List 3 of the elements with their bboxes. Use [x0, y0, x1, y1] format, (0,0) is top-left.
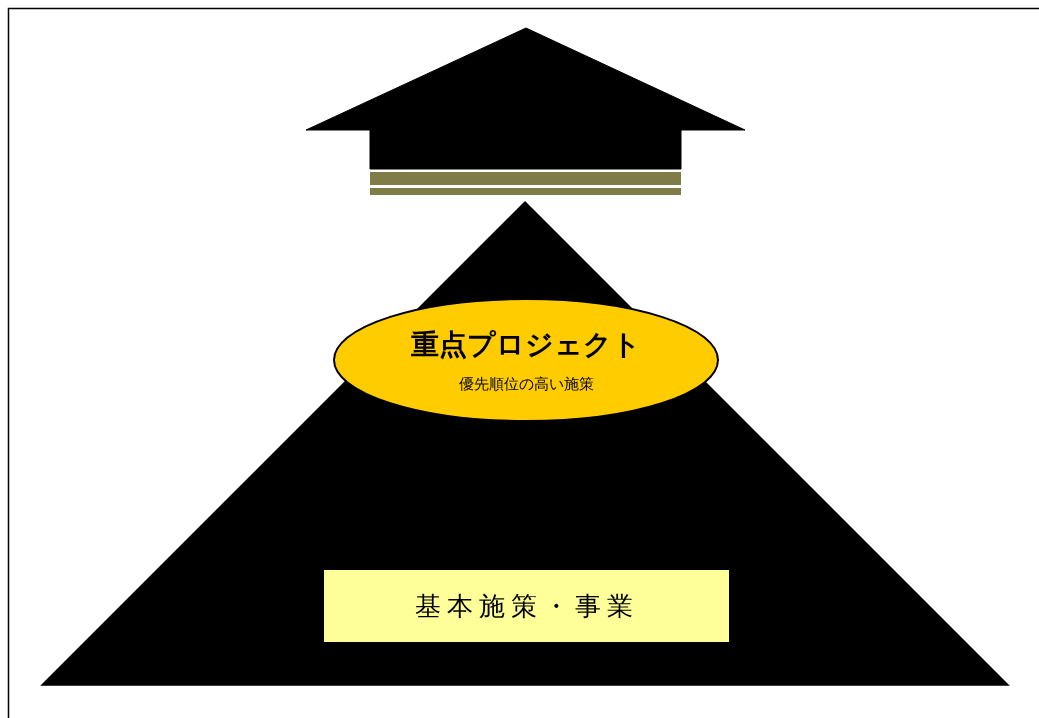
title-text: 重点プロジェクト: [411, 328, 641, 361]
label-box: 基本施策・事業: [324, 570, 729, 642]
subtitle-text: 優先順位の高い施策: [458, 375, 594, 393]
